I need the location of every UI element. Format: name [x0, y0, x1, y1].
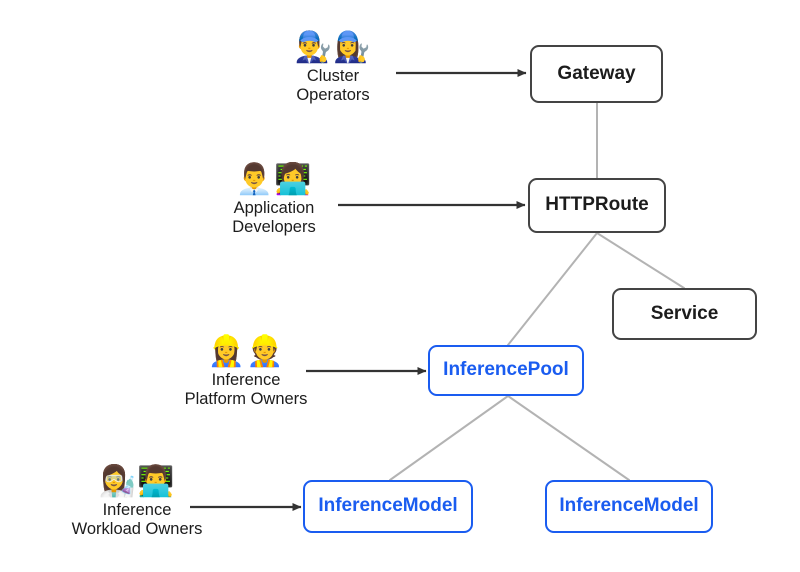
- persona-label: Inference Workload Owners: [71, 500, 203, 538]
- persona-label: Application Developers: [232, 198, 316, 236]
- node-httproute[interactable]: HTTPRoute: [528, 178, 666, 233]
- man-mechanic-icon-woman-mechanic-icon: 👨‍🔧👩‍🔧: [294, 30, 372, 65]
- woman-construction-worker-icon-man-construction-worker-icon: 👷‍♀️👷: [207, 334, 285, 369]
- persona-arrows: [190, 69, 527, 511]
- node-service[interactable]: Service: [612, 288, 757, 340]
- node-inferencepool[interactable]: InferencePool: [428, 345, 584, 396]
- persona-inference-workload-owners: 👩‍🔬👨‍💻Inference Workload Owners: [57, 466, 217, 539]
- node-label: InferenceModel: [559, 495, 699, 517]
- node-gateway[interactable]: Gateway: [530, 45, 663, 103]
- node-label: Service: [650, 302, 719, 324]
- persona-inference-platform-owners: 👷‍♀️👷Inference Platform Owners: [171, 336, 321, 409]
- persona-cluster-operators: 👨‍🔧👩‍🔧Cluster Operators: [277, 32, 389, 105]
- node-label: InferencePool: [443, 359, 569, 381]
- edge-inferencepool-to-inferencemodel1: [389, 395, 509, 481]
- persona-label: Inference Platform Owners: [184, 370, 308, 408]
- edge-httproute-to-inferencepool: [507, 232, 598, 346]
- man-office-worker-icon-woman-technologist-icon: 👨‍💼👩‍💻: [235, 162, 313, 197]
- node-label: HTTPRoute: [545, 194, 649, 216]
- edge-httproute-to-service: [596, 232, 685, 289]
- persona-label: Cluster Operators: [296, 66, 370, 104]
- node-label: Gateway: [557, 62, 636, 84]
- woman-scientist-icon-man-technologist-icon: 👩‍🔬👨‍💻: [98, 464, 176, 499]
- node-inferencemodel2[interactable]: InferenceModel: [545, 480, 713, 533]
- node-label: InferenceModel: [318, 495, 458, 517]
- edge-inferencepool-to-inferencemodel2: [507, 395, 630, 481]
- persona-application-developers: 👨‍💼👩‍💻Application Developers: [218, 164, 330, 237]
- node-inferencemodel1[interactable]: InferenceModel: [303, 480, 473, 533]
